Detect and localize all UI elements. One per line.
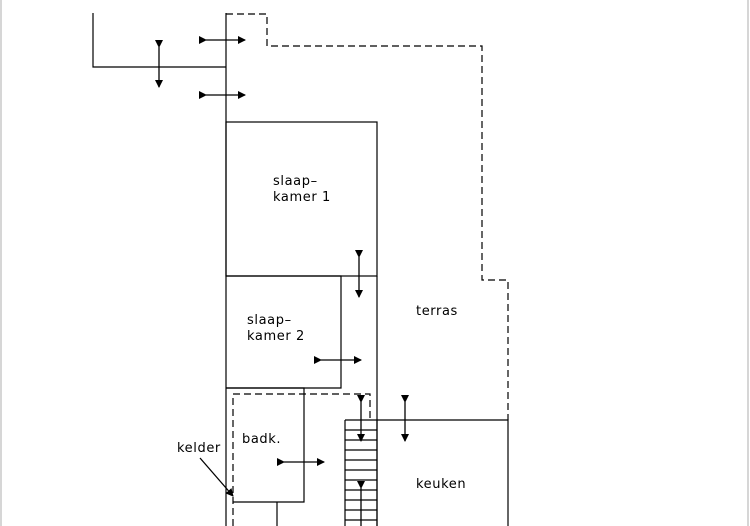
kelder-leader-line [199,457,234,497]
label-keuken: keuken [416,477,466,492]
room-badkamer [226,387,305,503]
label-badkamer: badk. [242,432,281,447]
label-kelder: kelder [177,441,221,456]
wall-top-left-room [92,13,226,68]
label-slaapkamer-2-line2: kamer 2 [247,329,305,344]
dashed-terrace-boundary [226,13,509,420]
label-terras: terras [416,304,458,319]
label-slaapkamer-1-line1: slaap– [273,174,318,189]
label-slaapkamer-1-line2: kamer 1 [273,190,331,205]
dashed-kelder-boundary [232,393,371,526]
room-keuken [345,419,509,526]
label-slaapkamer-2-line1: slaap– [247,313,292,328]
